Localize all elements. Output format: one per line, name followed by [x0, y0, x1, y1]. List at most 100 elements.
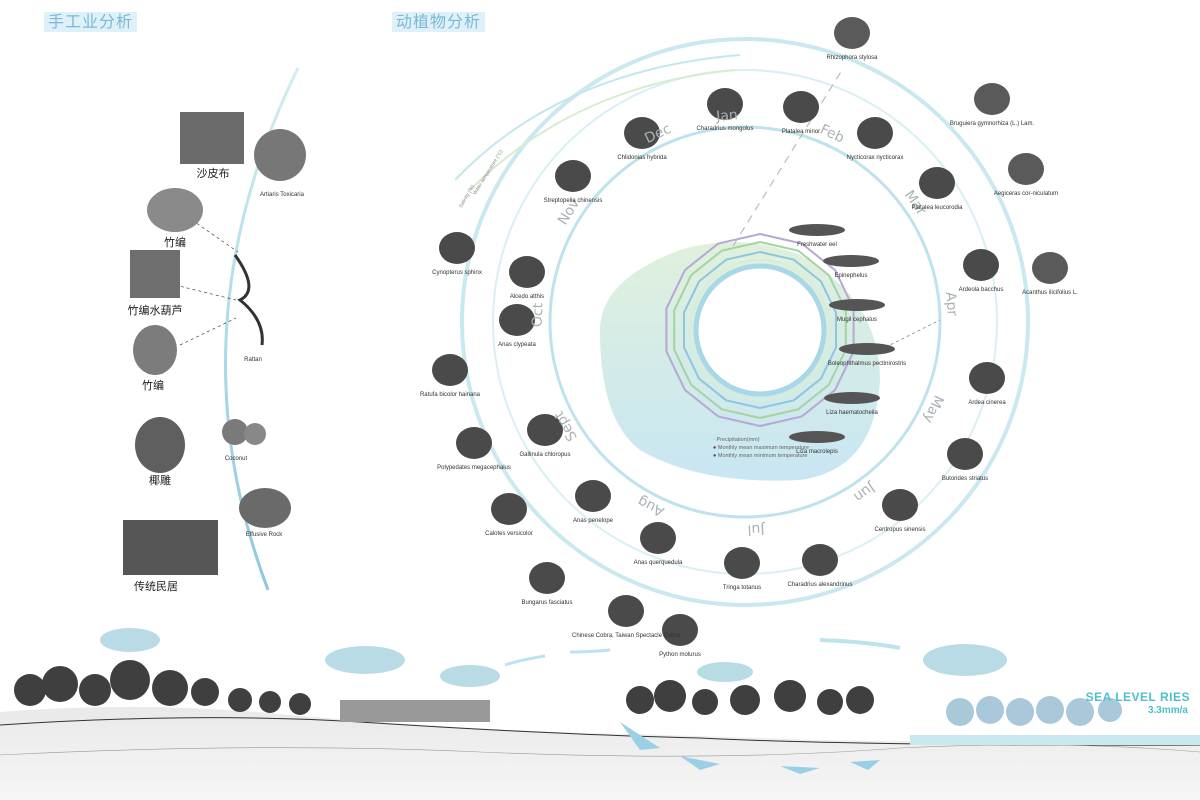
- coconut-bowl-label: 椰雕: [149, 474, 171, 487]
- species-label-centropus-sinensis: Centropus sinensis: [874, 527, 926, 533]
- species-image-streptopelia-chinensis: [555, 160, 591, 192]
- legend-min-temp: Monthly mean minimum temperature: [717, 453, 808, 459]
- species-image-bungarus-fasciatus: [529, 562, 565, 594]
- species-image-platalea-minor: [783, 91, 819, 123]
- basket2-image: [133, 325, 177, 375]
- species-image-acanthus-ilicifolius-l: [1032, 252, 1068, 284]
- species-label-anas-penelope: Anas penelope: [572, 518, 614, 524]
- fish-image-epinephelus: [823, 255, 879, 267]
- rock-image: [239, 488, 291, 528]
- species-label-tringa-totanus: Tringa totanus: [722, 585, 762, 591]
- species-image-butorides-striatus: [947, 438, 983, 470]
- species-label-charadrius-mongolus: Charadrius mongolus: [696, 126, 754, 132]
- arbor-image: [254, 129, 306, 181]
- species-image-python-molurus: [662, 614, 698, 646]
- species-image-chinese-cobra-taiwan-spectacle-cobra: [608, 595, 644, 627]
- fish-label-boleophthalmus-pectinirostris: Boleophthalmus pectinirostris: [827, 361, 907, 367]
- species-label-rhizophora-stylosa: Rhizophora stylosa: [826, 55, 878, 61]
- species-label-charadrius-alexandrinus: Charadrius alexandrinus: [787, 582, 853, 588]
- species-label-bungarus-fasciatus: Bungarus fasciatus: [521, 600, 573, 606]
- fauna-flora-title: 动植物分析: [392, 12, 486, 32]
- sea-level-title: SEA LEVEL RIES: [1085, 690, 1190, 704]
- month-label-apr: Apr: [942, 291, 961, 317]
- month-ring: [548, 125, 942, 519]
- rattan-label: Rattan: [244, 357, 262, 363]
- species-label-aegiceras-cor-niculatum: Aegiceras cor-niculatum: [993, 191, 1059, 197]
- fish-label-mugil-cephalus: Mugil cephalus: [836, 317, 878, 323]
- species-label-streptopelia-chinensis: Streptopelia chinensis: [543, 198, 603, 204]
- species-image-charadrius-alexandrinus: [802, 544, 838, 576]
- species-image-bruguiera-gymnorhiza-l-lam: [974, 83, 1010, 115]
- species-image-tringa-totanus: [724, 547, 760, 579]
- species-image-rhizophora-stylosa: [834, 17, 870, 49]
- species-label-calotes-versicolor: Calotes versicolor: [485, 531, 533, 537]
- species-label-ratufa-bicolor-hainana: Ratufa bicolor hainana: [419, 392, 481, 398]
- basket1-label: 竹编: [164, 236, 186, 249]
- coconut-label: Coconut: [224, 456, 248, 462]
- species-label-chinese-cobra-taiwan-spectacle-cobra: Chinese Cobra, Taiwan Spectacle Cobra: [572, 633, 680, 639]
- species-label-anas-querquedula: Anas querquedula: [633, 560, 683, 566]
- sarong-label: 沙皮布: [196, 167, 230, 180]
- species-label-gallinula-chloropus: Gallinula chloropus: [519, 452, 571, 458]
- species-label-anas-clypeata: Anas clypeata: [498, 342, 536, 348]
- species-image-gallinula-chloropus: [527, 414, 563, 446]
- species-label-bruguiera-gymnorhiza-l-lam: Bruguiera gymnorhiza (L.) Lam.: [949, 121, 1035, 127]
- sarong-image: [180, 112, 244, 164]
- species-image-cynopterus-sphinx: [439, 232, 475, 264]
- temperature-polygon-1: [673, 240, 847, 420]
- species-image-aegiceras-cor-niculatum: [1008, 153, 1044, 185]
- species-image-ardea-cinerea: [969, 362, 1005, 394]
- fish-label-freshwater-eel: Freshwater eel: [797, 242, 837, 248]
- fish-label-liza-macrolepis: Liza macrolepis: [796, 449, 838, 455]
- basket2-label: 竹编: [142, 379, 164, 392]
- temperature-polygon-2: [683, 250, 837, 410]
- landscape: [0, 628, 1200, 800]
- species-label-platalea-minor: Platalea minor: [781, 129, 821, 135]
- fish-label-liza-haematocheila: Liza haematocheila: [826, 410, 878, 416]
- species-label-chlidonias-hybrida: Chlidonias hybrida: [617, 155, 667, 161]
- species-image-anas-querquedula: [640, 522, 676, 554]
- basket-gourd-label: 竹编水葫芦: [127, 304, 183, 317]
- house-label: 传统民居: [134, 580, 178, 593]
- sea-level-rate: 3.3mm/a: [1147, 705, 1188, 716]
- coconut-bowl-image: [135, 417, 185, 473]
- species-image-calotes-versicolor: [491, 493, 527, 525]
- fish-image-liza-macrolepis: [789, 431, 845, 443]
- species-image-charadrius-mongolus: [707, 88, 743, 120]
- arbor-label: Artiaris Toxicaria: [260, 192, 304, 198]
- basket1-image: [147, 188, 203, 232]
- fish-label-epinephelus: Epinephelus: [834, 273, 868, 279]
- fish-image-mugil-cephalus: [829, 299, 885, 311]
- species-label-ardea-cinerea: Ardea cinerea: [968, 400, 1006, 406]
- outer-ring: [460, 37, 1030, 607]
- species-image-platalea-leucorodia: [919, 167, 955, 199]
- species-image-anas-penelope: [575, 480, 611, 512]
- species-image-chlidonias-hybrida: [624, 117, 660, 149]
- temperature-polygon-0: [665, 232, 855, 428]
- species-image-centropus-sinensis: [882, 489, 918, 521]
- species-image-nycticorax-nycticorax: [857, 117, 893, 149]
- coconut-image: [222, 419, 248, 445]
- fish-image-boleophthalmus-pectinirostris: [839, 343, 895, 355]
- species-image-ardeola-bacchus: [963, 249, 999, 281]
- species-image-ratufa-bicolor-hainana: [432, 354, 468, 386]
- month-label-oct: Oct: [529, 302, 547, 328]
- rattan-image: [233, 254, 264, 346]
- species-label-alcedo-atthis: Alcedo atthis: [509, 294, 545, 300]
- species-label-python-molurus: Python molurus: [659, 652, 701, 658]
- basket-gourd-image: [130, 250, 180, 298]
- rock-label: Effusive Rock: [245, 532, 283, 538]
- species-label-nycticorax-nycticorax: Nycticorax nycticorax: [846, 155, 904, 161]
- fish-image-freshwater-eel: [789, 224, 845, 236]
- legend-max-temp: Monthly mean maximum temperature: [717, 445, 809, 451]
- legend-precipitation: Precipitation(mm): [716, 437, 760, 443]
- species-image-anas-clypeata: [499, 304, 535, 336]
- species-label-butorides-striatus: Butorides striatus: [941, 476, 989, 482]
- fish-image-liza-haematocheila: [824, 392, 880, 404]
- species-label-platalea-leucorodia: Platalea leucorodia: [911, 205, 963, 211]
- species-image-polypedates-megacephalus: [456, 427, 492, 459]
- handicraft-title: 手工业分析: [44, 12, 138, 32]
- house-image: [123, 520, 218, 575]
